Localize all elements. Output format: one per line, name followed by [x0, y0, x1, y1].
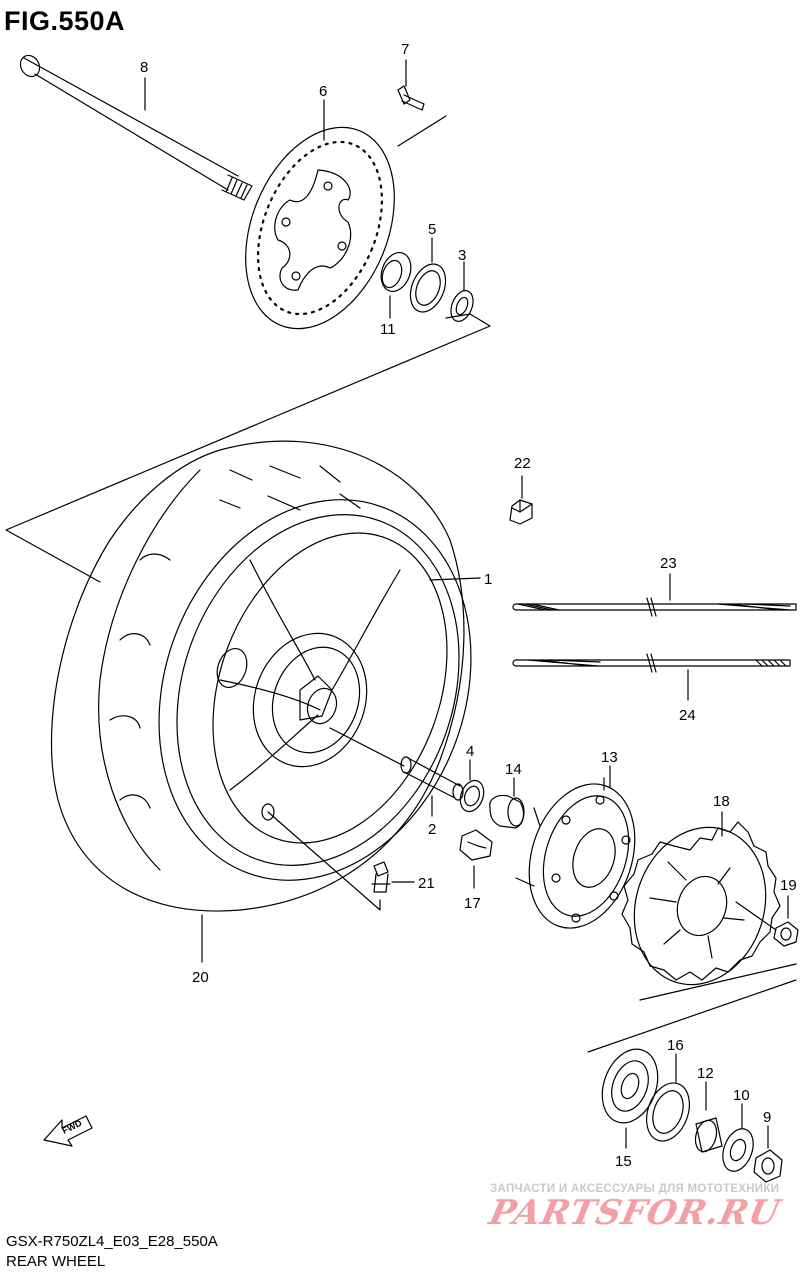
sprocket-nut-part-19[interactable]	[735, 895, 799, 947]
callout-21[interactable]: 21	[418, 875, 435, 892]
callout-labels: 1 2 3 4 5 6 7 8 9 10 11 12 13 14 15 16 1…	[140, 41, 797, 1170]
callout-24[interactable]: 24	[679, 707, 696, 724]
callout-12[interactable]: 12	[697, 1065, 714, 1082]
callout-6[interactable]: 6	[319, 83, 327, 100]
rear-sprocket-part-18[interactable]	[614, 810, 797, 1002]
callout-5[interactable]: 5	[428, 221, 436, 238]
callout-19[interactable]: 19	[780, 877, 797, 894]
callout-4[interactable]: 4	[466, 743, 474, 760]
rear-axle-part-8[interactable]	[17, 52, 253, 201]
disc-bolt-part-7[interactable]	[397, 59, 447, 147]
callout-7[interactable]: 7	[401, 41, 409, 58]
lower-assembly-guide-line	[587, 979, 797, 1053]
oil-seal-part-3[interactable]	[445, 261, 491, 327]
wheel-rim-part-1[interactable]	[107, 455, 522, 924]
washer-part-10[interactable]	[717, 1103, 758, 1175]
weight-strip-part-24[interactable]	[512, 653, 791, 701]
assembly-guide-line	[5, 325, 491, 583]
bearing-part-4[interactable]	[456, 759, 488, 815]
callout-11[interactable]: 11	[380, 321, 396, 338]
tire-valve-part-21[interactable]	[267, 811, 415, 911]
balance-weight-part-22[interactable]	[509, 475, 533, 525]
callout-20[interactable]: 20	[192, 969, 209, 986]
callout-1[interactable]: 1	[484, 571, 492, 588]
watermark-tagline: ЗАПЧАСТИ И АКСЕССУАРЫ ДЛЯ МОТОТЕХНИКИ	[490, 1183, 780, 1195]
spacer-part-11[interactable]	[376, 248, 416, 319]
callout-22[interactable]: 22	[514, 455, 531, 472]
sprocket-drum-part-13[interactable]	[512, 765, 653, 942]
section-name: REAR WHEEL	[6, 1253, 106, 1270]
callout-13[interactable]: 13	[601, 749, 618, 766]
oil-seal-part-16[interactable]	[639, 1053, 697, 1147]
callout-10[interactable]: 10	[733, 1087, 750, 1104]
tire-part-20[interactable]	[50, 440, 465, 963]
callout-17[interactable]: 17	[464, 895, 481, 912]
axle-nut-part-9[interactable]	[753, 1125, 783, 1183]
callout-16[interactable]: 16	[667, 1037, 684, 1054]
weight-strip-part-23[interactable]	[512, 573, 797, 617]
callout-18[interactable]: 18	[713, 793, 730, 810]
retainer-part-14[interactable]	[489, 777, 525, 829]
spacer-part-12[interactable]	[692, 1081, 723, 1154]
callout-3[interactable]: 3	[458, 247, 466, 264]
model-code: GSX-R750ZL4_E03_E28_550A	[6, 1233, 218, 1250]
callout-15[interactable]: 15	[615, 1153, 632, 1170]
callout-2[interactable]: 2	[428, 821, 436, 838]
callout-14[interactable]: 14	[505, 761, 522, 778]
callout-23[interactable]: 23	[660, 555, 677, 572]
damper-cushion-part-17[interactable]	[459, 829, 493, 889]
callout-8[interactable]: 8	[140, 59, 148, 76]
brake-disc-part-6[interactable]	[218, 99, 423, 351]
forward-direction-arrow: FWD	[43, 1115, 93, 1147]
callout-9[interactable]: 9	[763, 1109, 771, 1126]
figure-title: FIG.550A	[4, 6, 126, 36]
watermark-logo: PARTSFOR.RU	[485, 1193, 785, 1233]
bearing-part-5[interactable]	[404, 237, 452, 317]
spacer-tube-part-2[interactable]	[329, 727, 464, 817]
bearing-part-15[interactable]	[593, 1041, 668, 1149]
